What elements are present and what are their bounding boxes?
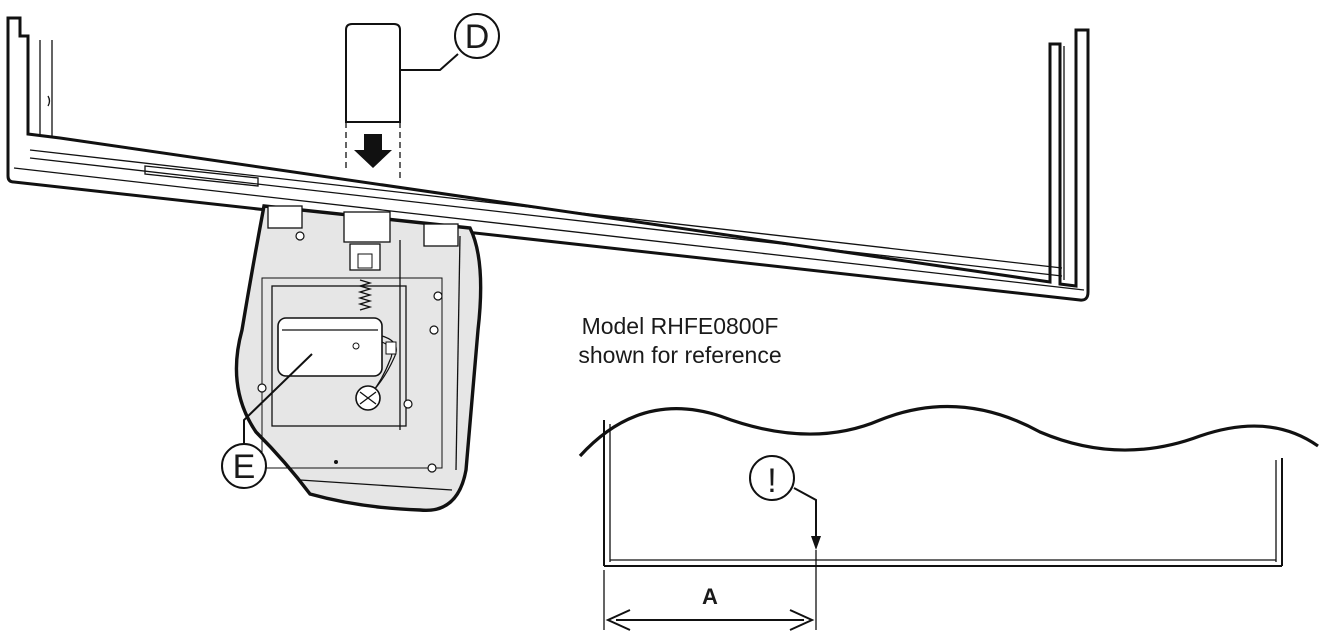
screw-2: [433, 291, 443, 301]
panel-right-edge: [455, 235, 461, 471]
callout-e-circle: [221, 443, 267, 489]
warning-arrowhead: [811, 536, 821, 550]
callout-d-label: D: [465, 18, 490, 56]
lower-bay-line: [299, 479, 453, 491]
screw-3: [429, 325, 439, 335]
trough-section: [578, 404, 1319, 567]
callout-d-leader: [400, 53, 459, 71]
screw-6: [427, 463, 437, 473]
screw-1: [295, 231, 305, 241]
callout-e-label: E: [233, 448, 256, 486]
battery-dot: [352, 342, 360, 350]
warning-callout: !: [749, 455, 821, 550]
wavy-cut-line: [578, 404, 1319, 458]
screw-4: [257, 383, 267, 393]
connector-tab: [357, 253, 373, 269]
spring-icon: [357, 279, 373, 311]
warning-leader: [793, 487, 817, 540]
caption-line-1: Model RHFE0800F: [582, 313, 779, 339]
warning-label: !: [767, 462, 776, 500]
battery-detail: [234, 204, 483, 512]
wire-plug: [385, 341, 397, 355]
dimension-a: A: [603, 550, 817, 631]
sensor-card: [345, 23, 401, 123]
bottom-rail-1: [29, 149, 1063, 269]
bracket-center: [343, 211, 391, 243]
dim-arrow-left: [605, 609, 631, 631]
callout-e: E: [221, 353, 313, 489]
bottom-rail-3: [13, 167, 1085, 291]
wire-1: [373, 335, 397, 391]
screw-slot: [359, 391, 377, 405]
left-clip: [47, 95, 51, 107]
battery-pack: [277, 317, 383, 377]
arrow-down-icon: [354, 134, 392, 168]
sensor-card-d: [345, 23, 401, 178]
dimension-label: A: [702, 584, 718, 609]
callout-e-leader: [243, 353, 313, 448]
bracket-left: [267, 205, 303, 229]
screw-5: [403, 399, 413, 409]
caption-line-2: shown for reference: [578, 342, 781, 368]
bracket-right: [423, 223, 459, 247]
battery-bay: [271, 285, 407, 427]
bottom-rail-2: [29, 157, 1063, 277]
pin-dot: [334, 460, 338, 464]
callout-d-circle: [454, 13, 500, 59]
panel-inner: [261, 277, 443, 469]
callout-d: D: [400, 13, 500, 71]
unit-frame-outline: [6, 16, 1090, 302]
warning-icon: [749, 455, 795, 501]
front-slot: [144, 165, 259, 187]
heater-unit: [6, 16, 1090, 302]
dim-arrow-right: [789, 609, 815, 631]
